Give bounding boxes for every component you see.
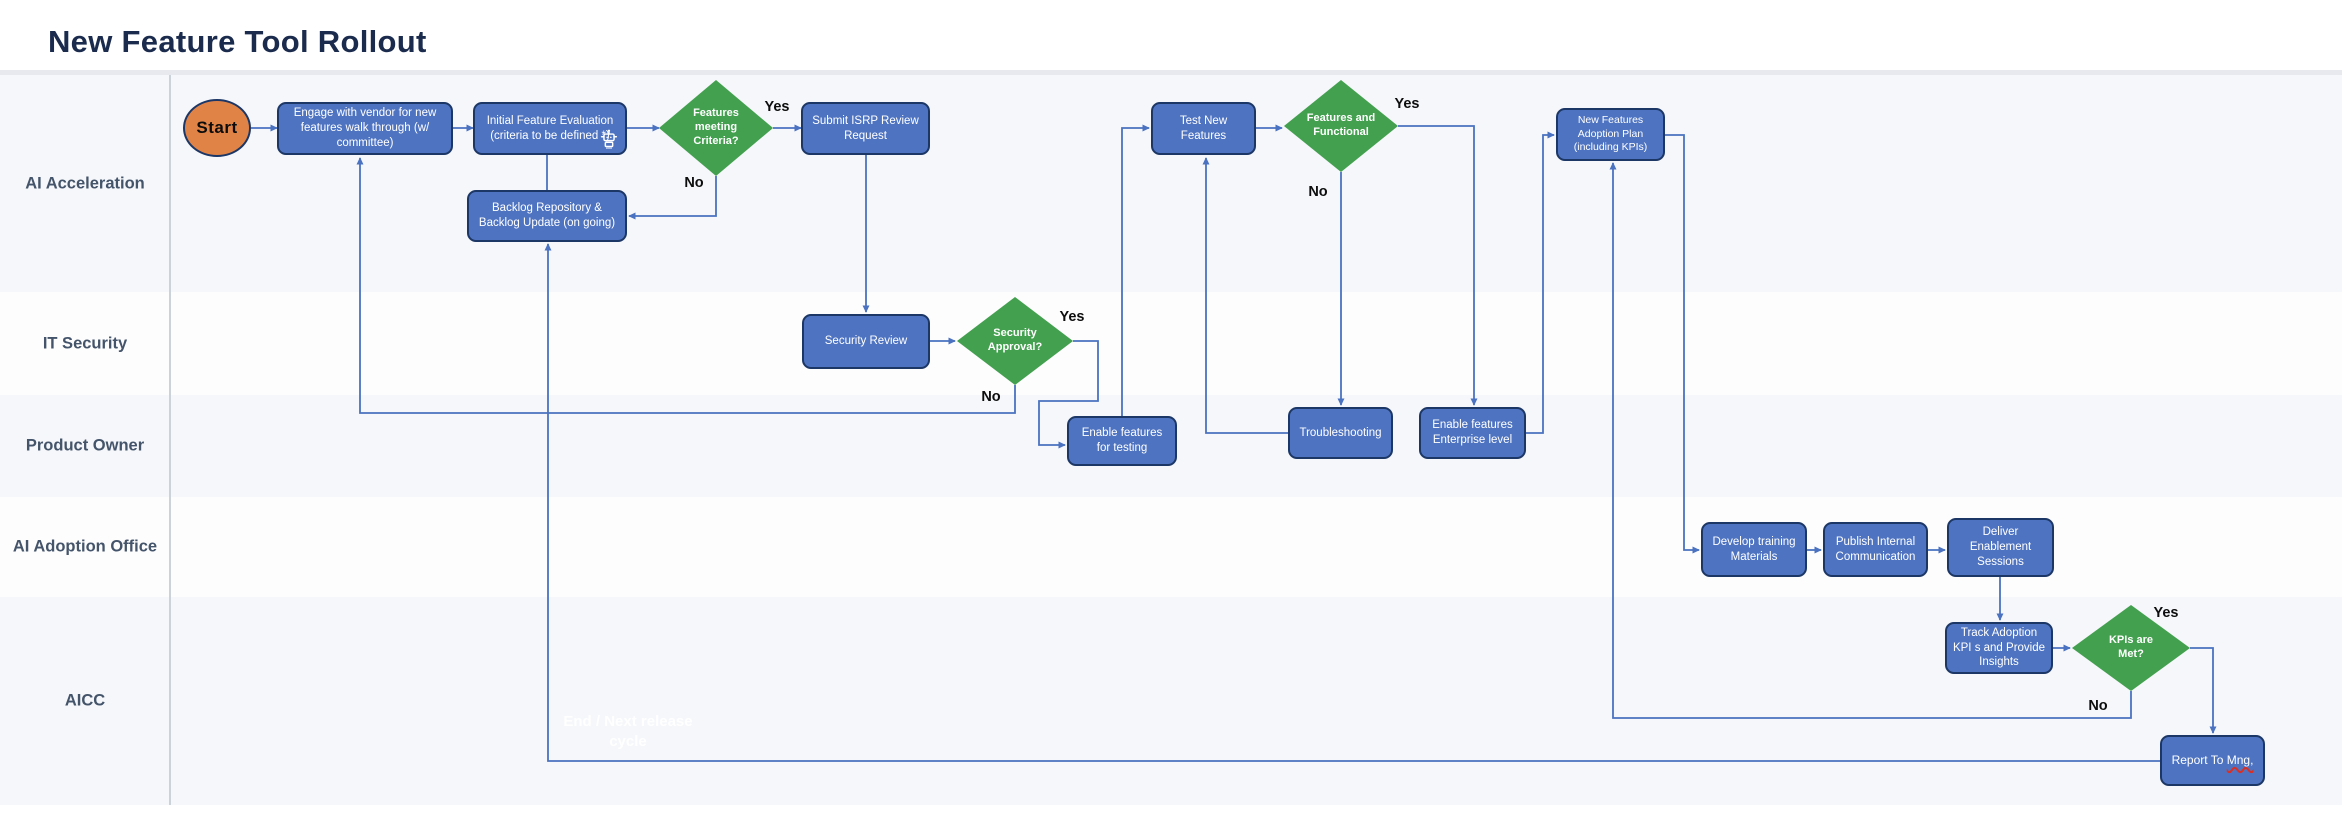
node-enable-features-testing[interactable]: Enable features for testing: [1067, 416, 1177, 466]
node-start[interactable]: Start: [183, 99, 251, 157]
node-label: Track Adoption KPI s and Provide Insight…: [1952, 626, 2046, 669]
node-label: Security Approval?: [987, 327, 1043, 353]
node-label: Initial Feature Evaluation (criteria to …: [486, 114, 614, 142]
edge-label-criteria-no: No: [684, 175, 704, 191]
lane-label-aicc: AICC: [64, 691, 106, 710]
node-label: Deliver Enablement Sessions: [1969, 526, 2032, 568]
node-label-prefix: Report To: [2171, 752, 2227, 767]
node-enable-features-enterprise[interactable]: Enable features Enterprise level: [1419, 407, 1526, 459]
node-submit-isrp[interactable]: Submit ISRP Review Request: [801, 102, 930, 155]
node-label: Develop training Materials: [1712, 535, 1796, 563]
node-label: Backlog Repository & Backlog Update (on …: [478, 202, 616, 229]
node-develop-training[interactable]: Develop training Materials: [1701, 522, 1807, 577]
node-backlog-repository[interactable]: Backlog Repository & Backlog Update (on …: [467, 190, 627, 242]
node-label: Security Review: [824, 335, 908, 348]
lane-row-it-security: [0, 292, 2342, 395]
node-label: KPIs are Met?: [2108, 634, 2154, 660]
edge-label-approval-yes: Yes: [1059, 309, 1085, 325]
node-troubleshooting[interactable]: Troubleshooting: [1288, 407, 1393, 459]
node-label: New Features Adoption Plan (including KP…: [1573, 114, 1648, 154]
edge-label-approval-no: No: [981, 389, 1001, 405]
node-label: Troubleshooting: [1299, 426, 1382, 439]
node-label: Submit ISRP Review Request: [812, 114, 919, 142]
node-track-adoption-kpis[interactable]: Track Adoption KPI s and Provide Insight…: [1945, 622, 2053, 674]
edge-label-functional-yes: Yes: [1394, 96, 1420, 112]
lane-column-divider: [169, 75, 171, 805]
lane-label-ai-adoption-office: AI Adoption Office: [12, 537, 158, 556]
node-label: Enable features for testing: [1081, 427, 1163, 454]
lane-label-product-owner: Product Owner: [25, 436, 145, 455]
header-divider: [0, 70, 2342, 75]
page-title: New Feature Tool Rollout: [48, 24, 427, 59]
node-label: Features meeting Criteria?: [693, 107, 739, 147]
edge-label-kpis-no: No: [2088, 698, 2108, 714]
node-label: Start: [196, 118, 238, 137]
node-new-features-adoption-plan[interactable]: New Features Adoption Plan (including KP…: [1556, 108, 1665, 161]
edge-label-functional-no: No: [1308, 184, 1328, 200]
node-report-to-mng[interactable]: Report To Mng,: [2160, 735, 2265, 786]
node-test-new-features[interactable]: Test New Features: [1151, 102, 1256, 155]
node-label: Report To Mng,: [2172, 753, 2254, 769]
node-initial-evaluation[interactable]: Initial Feature Evaluation (criteria to …: [473, 102, 627, 155]
node-label: Test New Features: [1179, 114, 1228, 142]
node-engage-vendor[interactable]: Engage with vendor for new features walk…: [277, 102, 453, 155]
robot-icon: [598, 128, 620, 150]
annotation-end-next-release-cycle: End / Next release cycle: [563, 712, 693, 750]
lane-label-ai-acceleration: AI Acceleration: [25, 174, 145, 192]
node-label: Enable features Enterprise level: [1432, 419, 1513, 446]
node-label: Features and Functional: [1306, 112, 1376, 138]
node-security-review[interactable]: Security Review: [802, 314, 930, 369]
lane-label-it-security: IT Security: [42, 334, 128, 352]
node-publish-communication[interactable]: Publish Internal Communication: [1823, 522, 1928, 577]
node-label: Publish Internal Communication: [1835, 535, 1916, 563]
edge-label-criteria-yes: Yes: [764, 99, 790, 115]
node-deliver-enablement[interactable]: Deliver Enablement Sessions: [1947, 518, 2054, 577]
node-label: Engage with vendor for new features walk…: [293, 107, 437, 149]
edge-label-kpis-yes: Yes: [2153, 605, 2179, 621]
misspelled-word: Mng,: [2226, 752, 2254, 767]
